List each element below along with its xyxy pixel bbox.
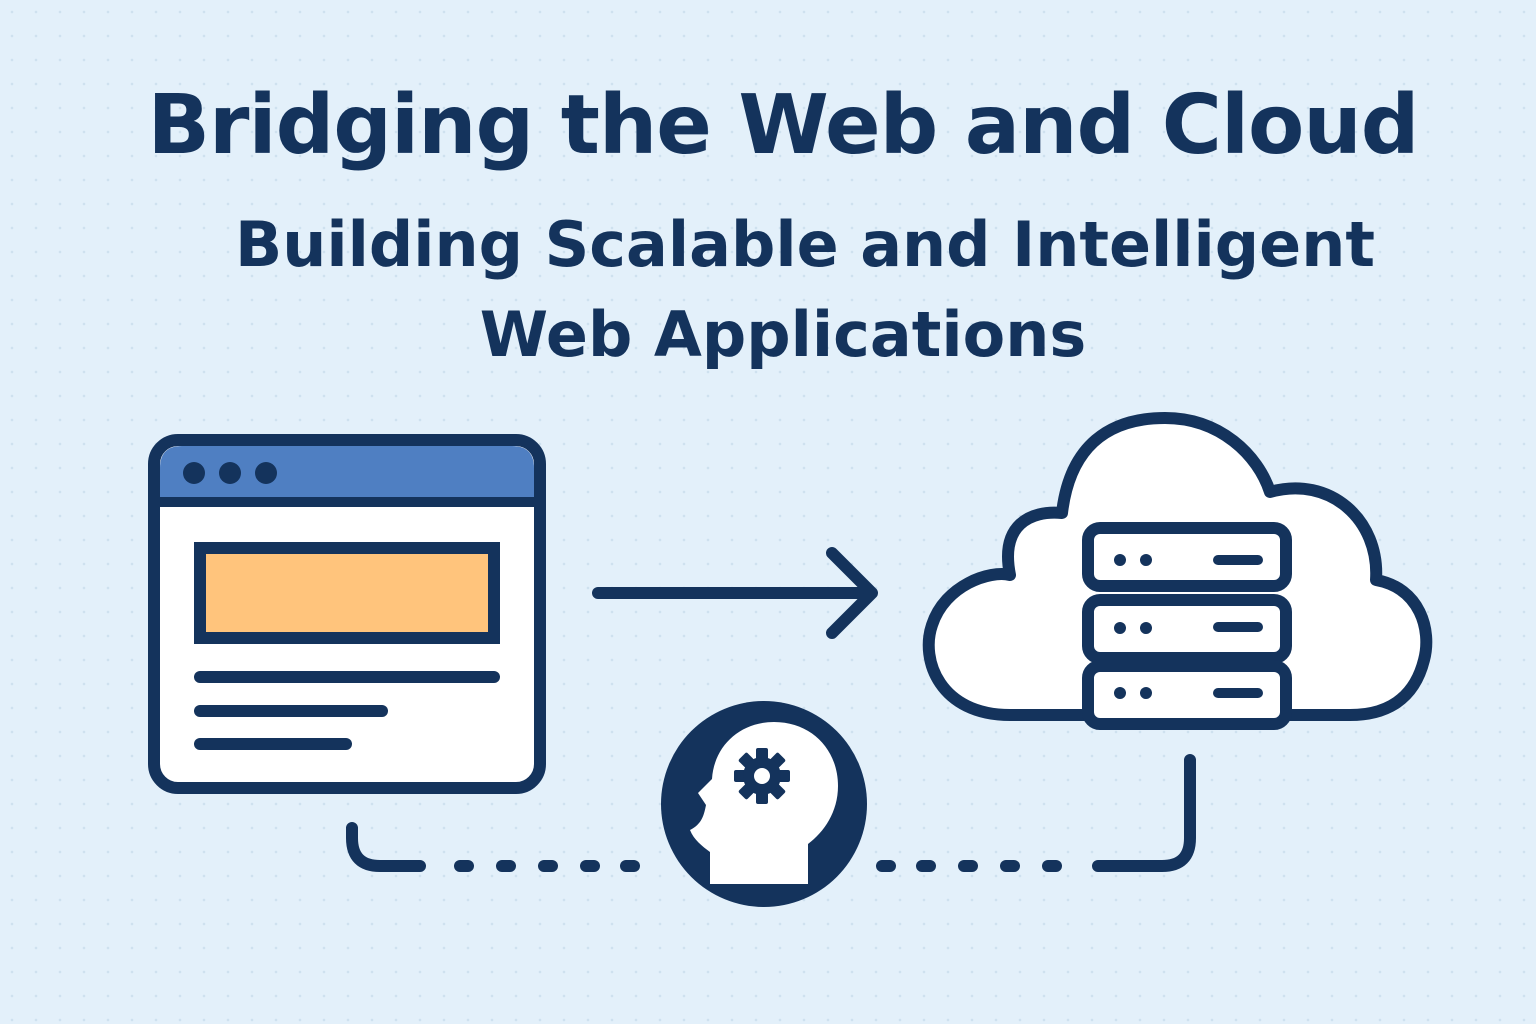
gear-icon	[734, 748, 790, 804]
connector-left	[346, 822, 640, 872]
connector-right	[876, 754, 1196, 872]
arrow-right-icon	[592, 547, 878, 639]
cloud-server-icon	[922, 412, 1433, 730]
server-stack-icon	[1082, 522, 1292, 730]
hero-block	[194, 542, 500, 644]
page-title: Bridging the Web and Cloud	[147, 78, 1420, 173]
browser-window-icon	[148, 434, 546, 794]
window-dot-icon	[183, 462, 205, 484]
window-dot-icon	[219, 462, 241, 484]
brain-gear-icon	[661, 701, 867, 907]
subtitle-line-2: Web Applications	[479, 298, 1087, 371]
window-dot-icon	[255, 462, 277, 484]
subtitle-line-1: Building Scalable and Intelligent	[234, 208, 1376, 281]
